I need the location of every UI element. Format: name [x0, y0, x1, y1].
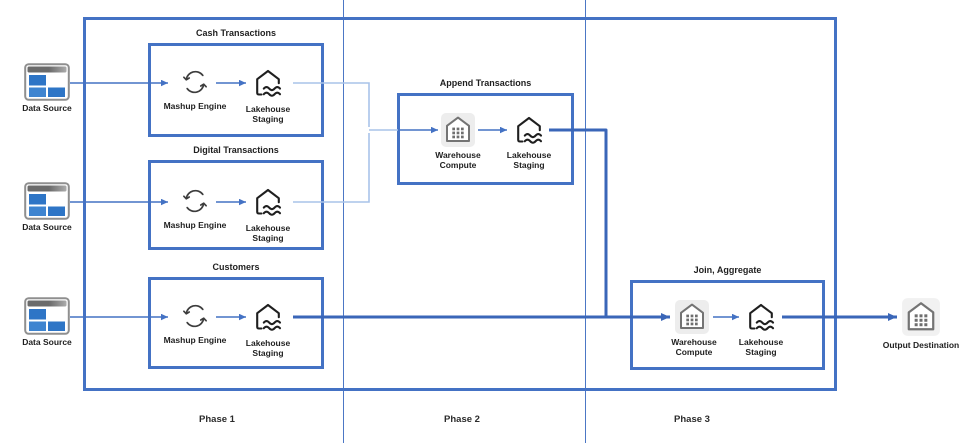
source2-label: Data Source	[22, 222, 72, 232]
output-destination-label: Output Destination	[882, 340, 960, 350]
node-label-staging-5: Lakehouse Staging	[738, 337, 784, 358]
group-append-transactions	[397, 93, 574, 185]
table-icon	[24, 63, 70, 101]
node-label-staging-1: Lakehouse Staging	[245, 104, 291, 125]
table-icon	[24, 182, 70, 220]
table-icon	[24, 297, 70, 335]
group-title-join: Join, Aggregate	[693, 265, 762, 275]
node-label-mashup-1: Mashup Engine	[163, 101, 227, 111]
group-title-append: Append Transactions	[439, 78, 532, 88]
lakehouse-icon	[517, 116, 543, 144]
node-label-warehouse-2: Warehouse Compute	[671, 337, 717, 358]
node-label-mashup-3: Mashup Engine	[163, 335, 227, 345]
lakehouse-icon	[256, 188, 282, 216]
phase-3-label: Phase 3	[674, 414, 710, 425]
phase-1-label: Phase 1	[199, 414, 235, 425]
phase-2-label: Phase 2	[444, 414, 480, 425]
sync-icon	[183, 304, 207, 328]
group-customers	[148, 277, 324, 369]
source1-label: Data Source	[22, 103, 72, 113]
sync-icon	[183, 189, 207, 213]
node-label-staging-3: Lakehouse Staging	[245, 338, 291, 359]
group-title-digital: Digital Transactions	[193, 145, 279, 155]
phase-divider-1	[343, 0, 344, 443]
node-label-staging-2: Lakehouse Staging	[245, 223, 291, 244]
pipeline-boundary	[83, 17, 837, 391]
warehouse-icon	[675, 300, 709, 334]
group-title-customers: Customers	[212, 262, 260, 272]
lakehouse-icon	[749, 303, 775, 331]
lakehouse-icon	[256, 303, 282, 331]
sync-icon	[183, 70, 207, 94]
warehouse-icon	[902, 298, 940, 336]
group-join-aggregate	[630, 280, 825, 370]
warehouse-icon	[441, 113, 475, 147]
group-title-cash: Cash Transactions	[195, 28, 277, 38]
lakehouse-icon	[256, 69, 282, 97]
group-digital-transactions	[148, 160, 324, 250]
node-label-warehouse-1: Warehouse Compute	[435, 150, 481, 171]
node-label-staging-4: Lakehouse Staging	[506, 150, 552, 171]
node-label-mashup-2: Mashup Engine	[163, 220, 227, 230]
source3-label: Data Source	[22, 337, 72, 347]
